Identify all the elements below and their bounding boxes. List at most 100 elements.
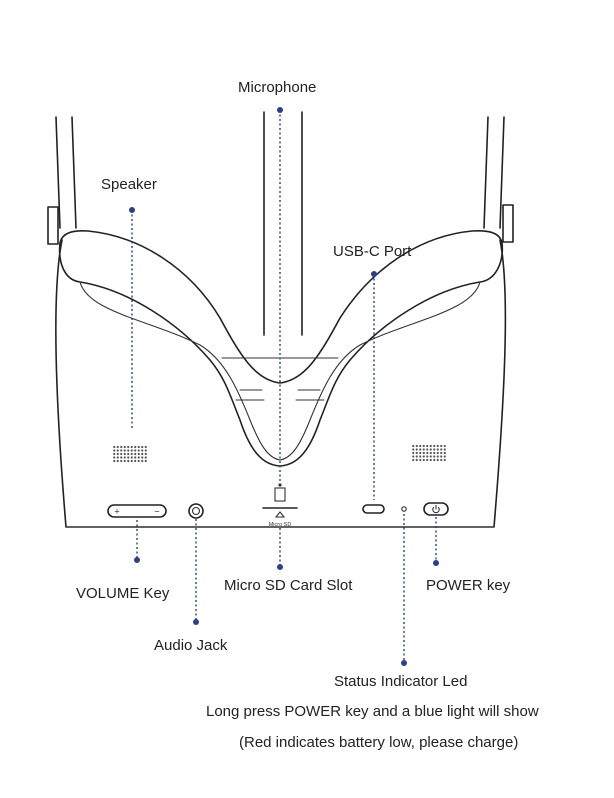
grille-dot [113, 452, 116, 456]
speaker-grille-left [113, 445, 147, 463]
grille-dot [415, 458, 418, 462]
grille-dot [130, 456, 133, 459]
grille-dot [127, 459, 130, 463]
power-hint-note: Long press POWER key and a blue light wi… [206, 703, 539, 720]
power-key[interactable] [423, 502, 449, 516]
grille-dot [134, 456, 137, 459]
grille-dot [130, 452, 133, 456]
grille-dot [120, 449, 123, 452]
grille-dot [127, 456, 130, 459]
grille-dot [443, 444, 446, 448]
grille-dot [440, 448, 443, 451]
grille-dot [134, 449, 137, 452]
grille-dot [426, 458, 429, 462]
grille-dot [141, 445, 144, 449]
grille-dot [137, 456, 140, 459]
leader-speaker-dot [129, 207, 135, 213]
grille-dot [433, 448, 436, 451]
usb-c-port[interactable] [362, 504, 385, 514]
grille-dot [429, 455, 432, 458]
volume-key[interactable]: + − [107, 504, 167, 518]
grille-dot [137, 459, 140, 463]
grille-dot [137, 449, 140, 452]
grille-dot [433, 444, 436, 448]
left-side-strap [47, 116, 77, 245]
grille-dot [137, 445, 140, 449]
grille-dot [116, 445, 119, 449]
grille-dot [127, 445, 130, 449]
label-micro-sd-card-slot: Micro SD Card Slot [224, 577, 353, 594]
grille-dot [130, 459, 133, 463]
grille-dot [415, 448, 418, 451]
grille-dot [422, 455, 425, 458]
grille-dot [141, 449, 144, 452]
grille-dot [120, 459, 123, 463]
grille-dot [144, 452, 147, 456]
grille-dot [433, 451, 436, 455]
leader-microphone-dot [277, 107, 283, 113]
grille-dot [419, 451, 422, 455]
label-usb-c-port: USB-C Port [333, 243, 412, 260]
grille-dot [440, 458, 443, 462]
grille-dot [120, 452, 123, 456]
power-icon [432, 504, 440, 514]
grille-dot [419, 444, 422, 448]
grille-dot [412, 448, 415, 451]
speaker-grille-right [412, 444, 446, 462]
grille-dot [123, 452, 126, 456]
grille-dot [412, 444, 415, 448]
grille-dot [141, 459, 144, 463]
grille-dot [141, 456, 144, 459]
grille-dot [116, 456, 119, 459]
grille-dot [433, 455, 436, 458]
grille-dot [436, 451, 439, 455]
micro-sd-print: Micro SD [269, 522, 292, 528]
grille-dot [429, 451, 432, 455]
grille-dot [429, 458, 432, 462]
grille-dot [415, 444, 418, 448]
grille-dot [440, 455, 443, 458]
grille-dot [422, 458, 425, 462]
grille-dot [412, 451, 415, 455]
grille-dot [422, 444, 425, 448]
grille-dot [116, 459, 119, 463]
grille-dot [144, 449, 147, 452]
status-indicator-led [401, 506, 407, 512]
grille-dot [426, 448, 429, 451]
label-volume-key: VOLUME Key [76, 585, 170, 602]
grille-dot [144, 445, 147, 449]
grille-dot [123, 445, 126, 449]
leader-audio-jack-dot [193, 619, 199, 625]
leader-volume-key-dot [134, 557, 140, 563]
grille-dot [113, 445, 116, 449]
grille-dot [440, 451, 443, 455]
grille-dot [426, 455, 429, 458]
label-audio-jack: Audio Jack [154, 637, 228, 654]
microphone-hole [278, 483, 282, 487]
grille-dot [419, 458, 422, 462]
audio-jack[interactable] [188, 503, 204, 519]
grille-dot [436, 448, 439, 451]
top-strap [263, 111, 303, 336]
grille-dot [130, 449, 133, 452]
grille-dot [127, 452, 130, 456]
grille-dot [433, 458, 436, 462]
grille-dot [130, 445, 133, 449]
grille-dot [422, 448, 425, 451]
grille-dot [436, 444, 439, 448]
label-speaker: Speaker [101, 176, 157, 193]
volume-up-symbol: + [114, 507, 119, 517]
grille-dot [429, 444, 432, 448]
leader-lines [129, 107, 439, 666]
micro-sd-card-slot[interactable]: Micro SD [262, 487, 298, 528]
grille-dot [412, 455, 415, 458]
battery-hint-note: (Red indicates battery low, please charg… [239, 734, 519, 751]
grille-dot [134, 459, 137, 463]
grille-dot [141, 452, 144, 456]
grille-dot [412, 458, 415, 462]
grille-dot [127, 449, 130, 452]
grille-dot [120, 445, 123, 449]
grille-dot [436, 455, 439, 458]
grille-dot [440, 444, 443, 448]
